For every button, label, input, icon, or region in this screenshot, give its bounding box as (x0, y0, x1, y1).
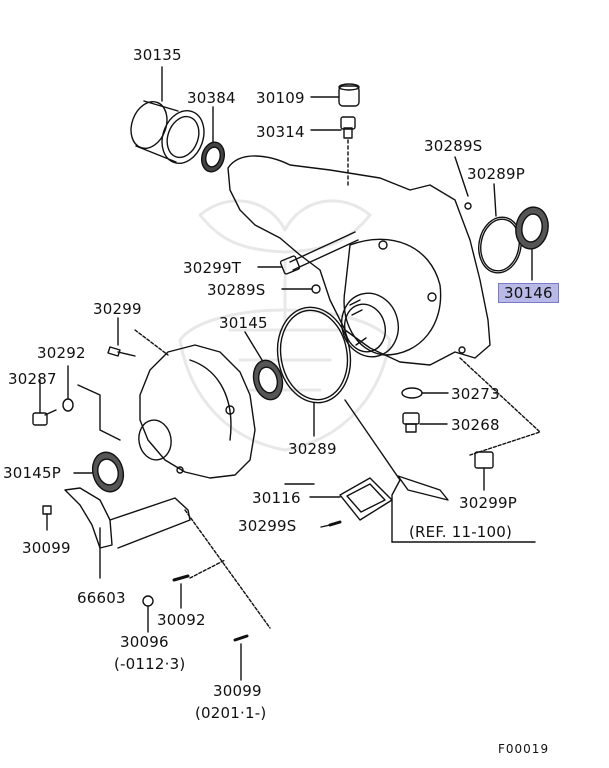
part-30099-bolt-a (42, 505, 52, 531)
part-30099-bolt-b (233, 634, 249, 681)
label-30099-a[interactable]: 30099 (22, 539, 71, 557)
label-30109[interactable]: 30109 (256, 89, 305, 107)
part-30092-bolt (172, 559, 226, 609)
label-30135[interactable]: 30135 (133, 46, 182, 64)
part-66603-bracket (64, 487, 271, 629)
label-30299T[interactable]: 30299T (183, 259, 242, 277)
label-30289P[interactable]: 30289P (467, 165, 525, 183)
label-30099-b[interactable]: 30099 (213, 682, 262, 700)
label-30099-date-note: (0201·1-) (195, 704, 267, 722)
part-30135-sleeve (130, 66, 205, 164)
label-30146-highlighted[interactable]: 30146 (498, 283, 559, 303)
label-ref-11-100[interactable]: (REF. 11-100) (409, 523, 513, 541)
figure-code: F00019 (498, 742, 550, 756)
label-30096-date-note: (-0112·3) (114, 655, 186, 673)
part-30268-plug (402, 412, 448, 433)
label-66603[interactable]: 66603 (77, 589, 126, 607)
part-30287-bolt (32, 379, 57, 426)
part-30299S-bolt (320, 520, 342, 528)
label-30268[interactable]: 30268 (451, 416, 500, 434)
label-30096[interactable]: 30096 (120, 633, 169, 651)
part-30289-oring (276, 306, 352, 437)
part-30299-bolt (107, 317, 169, 357)
main-case (227, 155, 491, 366)
part-30314-plug (310, 116, 356, 186)
part-30109-cap (310, 83, 360, 107)
label-30289S-top[interactable]: 30289S (424, 137, 483, 155)
label-30287[interactable]: 30287 (8, 370, 57, 388)
label-30145P[interactable]: 30145P (3, 464, 61, 482)
label-30289S-mid[interactable]: 30289S (207, 281, 266, 299)
label-30116[interactable]: 30116 (252, 489, 301, 507)
left-cover (138, 344, 256, 479)
label-30299[interactable]: 30299 (93, 300, 142, 318)
label-30273[interactable]: 30273 (451, 385, 500, 403)
part-30289S-pins (281, 156, 472, 294)
part-30289P-oring (478, 183, 522, 274)
label-30145[interactable]: 30145 (219, 314, 268, 332)
part-30145P-seal (73, 451, 125, 493)
label-30292[interactable]: 30292 (37, 344, 86, 362)
label-30299S[interactable]: 30299S (238, 517, 297, 535)
part-30116-plate (309, 399, 401, 521)
label-30314[interactable]: 30314 (256, 123, 305, 141)
ref-pipe (391, 475, 536, 543)
label-30289[interactable]: 30289 (288, 440, 337, 458)
label-30092[interactable]: 30092 (157, 611, 206, 629)
part-30145-seal (244, 331, 284, 401)
part-30384-seal (200, 106, 226, 173)
label-30384[interactable]: 30384 (187, 89, 236, 107)
part-30292-washer (62, 365, 121, 441)
part-30096-nut (142, 595, 154, 633)
watermark-emblem (178, 199, 392, 452)
part-30146-seal (515, 206, 549, 281)
label-30299P[interactable]: 30299P (459, 494, 517, 512)
part-30299P-bolt (459, 357, 541, 491)
part-30299T-bolt (257, 231, 359, 275)
part-30273-washer (401, 387, 449, 399)
